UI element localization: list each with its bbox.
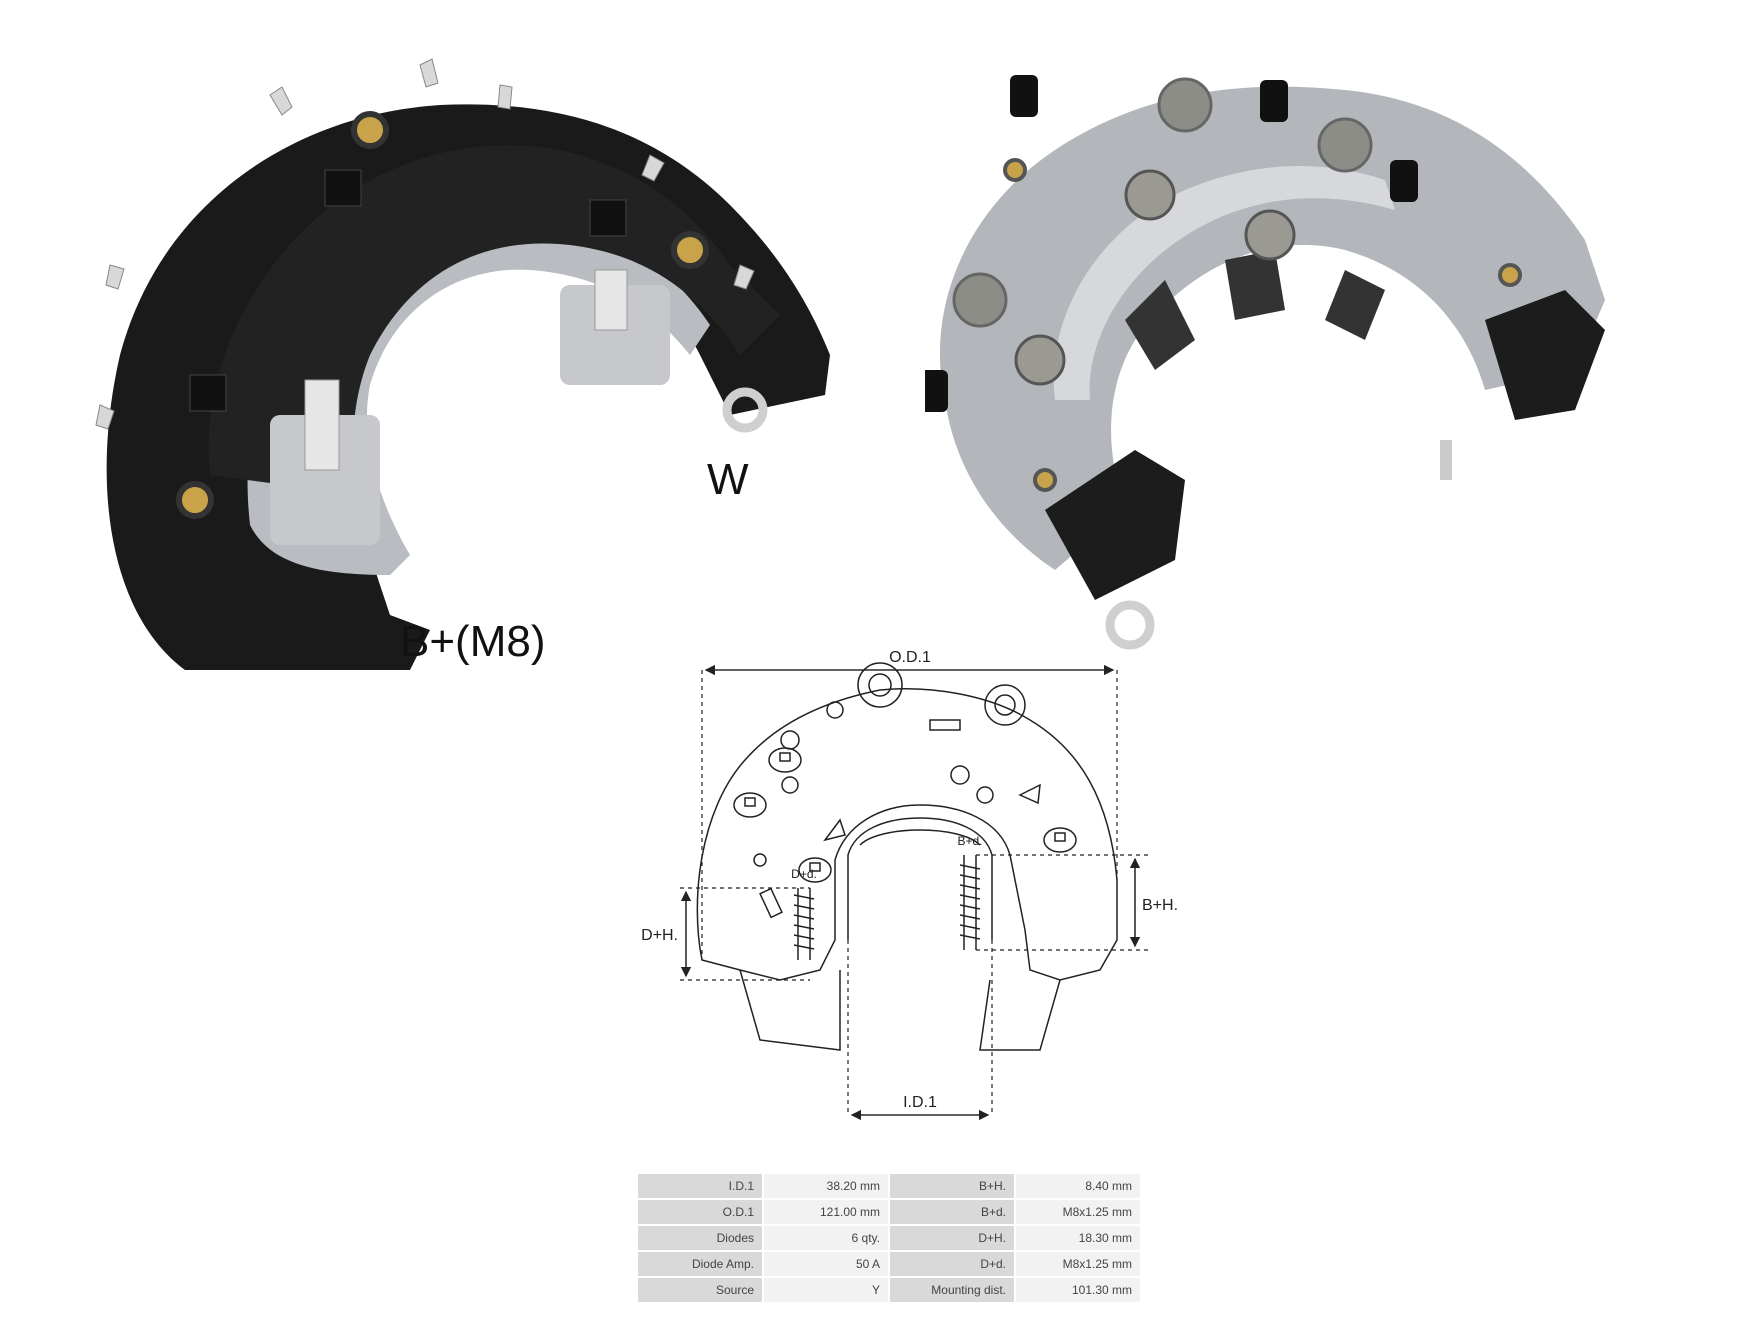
spec-value: M8x1.25 mm bbox=[1016, 1252, 1140, 1276]
b-plus-stud-block bbox=[270, 415, 380, 545]
diode-socket bbox=[324, 169, 362, 207]
eyelet bbox=[1003, 158, 1027, 182]
spec-key: B+d. bbox=[890, 1200, 1014, 1224]
spec-value: 101.30 mm bbox=[1016, 1278, 1140, 1302]
black-plate bbox=[208, 145, 780, 495]
black-pin bbox=[1010, 75, 1038, 117]
diode-disc bbox=[952, 272, 1008, 328]
eyelet bbox=[1033, 468, 1057, 492]
spec-key: D+d. bbox=[890, 1252, 1014, 1276]
terminal-clip bbox=[95, 404, 115, 430]
diode-disc bbox=[1157, 77, 1213, 133]
diode-disc bbox=[1124, 169, 1176, 221]
bh-label: B+H. bbox=[1142, 897, 1178, 914]
left-stud bbox=[793, 888, 815, 960]
w-ring-terminal bbox=[722, 387, 768, 433]
spec-key: O.D.1 bbox=[638, 1200, 762, 1224]
diode-disc bbox=[1014, 334, 1066, 386]
black-end-block bbox=[1485, 290, 1605, 420]
w-stud-block bbox=[560, 285, 670, 385]
terminal-clip bbox=[641, 154, 665, 182]
top-slot bbox=[929, 719, 961, 731]
left-foot bbox=[739, 969, 841, 1051]
spec-key: Mounting dist. bbox=[890, 1278, 1014, 1302]
spec-value: 121.00 mm bbox=[764, 1200, 888, 1224]
diode-seat bbox=[798, 857, 832, 883]
inner-rib bbox=[1053, 166, 1395, 400]
dimension-drawing: O.D.1 I.D.1 D+H. D+d. B+H. B+d. bbox=[641, 649, 1178, 1121]
spec-key: Diode Amp. bbox=[638, 1252, 762, 1276]
rectifier-front-photo bbox=[95, 58, 830, 670]
plate-opening bbox=[1325, 270, 1385, 340]
inner-arch bbox=[847, 817, 993, 940]
ring-terminal bbox=[1105, 600, 1155, 650]
spec-key: I.D.1 bbox=[638, 1174, 762, 1198]
black-pin bbox=[1390, 160, 1418, 202]
plate-opening bbox=[1125, 280, 1195, 370]
top-boss bbox=[984, 684, 1026, 726]
spec-key: B+H. bbox=[890, 1174, 1014, 1198]
spec-value: M8x1.25 mm bbox=[1016, 1200, 1140, 1224]
top-boss bbox=[857, 662, 903, 708]
eyelet bbox=[671, 231, 709, 269]
b-plus-stud bbox=[304, 379, 340, 471]
black-end-block bbox=[1045, 450, 1185, 600]
diode-seat bbox=[768, 747, 802, 773]
b-plus-terminal-label: B+(M8) bbox=[400, 617, 546, 666]
outline-body bbox=[696, 688, 1118, 981]
diode-disc bbox=[1244, 209, 1296, 261]
dh-label: D+H. bbox=[641, 927, 678, 944]
id1-label: I.D.1 bbox=[903, 1094, 937, 1111]
rectifier-rear-photo bbox=[925, 75, 1605, 650]
spec-value: Y bbox=[764, 1278, 888, 1302]
terminal-clip bbox=[105, 264, 125, 290]
terminal-clip bbox=[733, 264, 755, 290]
w-terminal-label: W bbox=[707, 455, 749, 504]
aluminium-plate bbox=[939, 86, 1605, 570]
black-pin bbox=[1260, 80, 1288, 122]
spec-value: 18.30 mm bbox=[1016, 1226, 1140, 1250]
spec-key: Diodes bbox=[638, 1226, 762, 1250]
right-stud bbox=[959, 855, 981, 950]
plate-opening bbox=[1225, 250, 1285, 320]
dd-label: D+d. bbox=[791, 867, 817, 881]
eyelet bbox=[1498, 263, 1522, 287]
black-pin bbox=[925, 370, 948, 412]
bd-label: B+d. bbox=[957, 834, 982, 848]
eyelet bbox=[176, 481, 214, 519]
terminal-clip bbox=[497, 84, 513, 110]
spec-key: Source bbox=[638, 1278, 762, 1302]
spec-value: 8.40 mm bbox=[1016, 1174, 1140, 1198]
terminal-clip bbox=[269, 86, 293, 116]
spec-value: 6 qty. bbox=[764, 1226, 888, 1250]
stud bbox=[1440, 440, 1452, 480]
spec-value: 38.20 mm bbox=[764, 1174, 888, 1198]
diode-seat bbox=[733, 792, 767, 818]
od1-label: O.D.1 bbox=[889, 649, 931, 666]
diode-socket bbox=[589, 199, 627, 237]
terminal-clip bbox=[419, 58, 439, 88]
spec-value: 50 A bbox=[764, 1252, 888, 1276]
diode-seat bbox=[1043, 827, 1077, 853]
diode-disc bbox=[1317, 117, 1373, 173]
w-stud bbox=[594, 269, 628, 331]
spec-key: D+H. bbox=[890, 1226, 1014, 1250]
eyelet bbox=[351, 111, 389, 149]
right-foot bbox=[979, 979, 1061, 1051]
diode-socket bbox=[189, 374, 227, 412]
